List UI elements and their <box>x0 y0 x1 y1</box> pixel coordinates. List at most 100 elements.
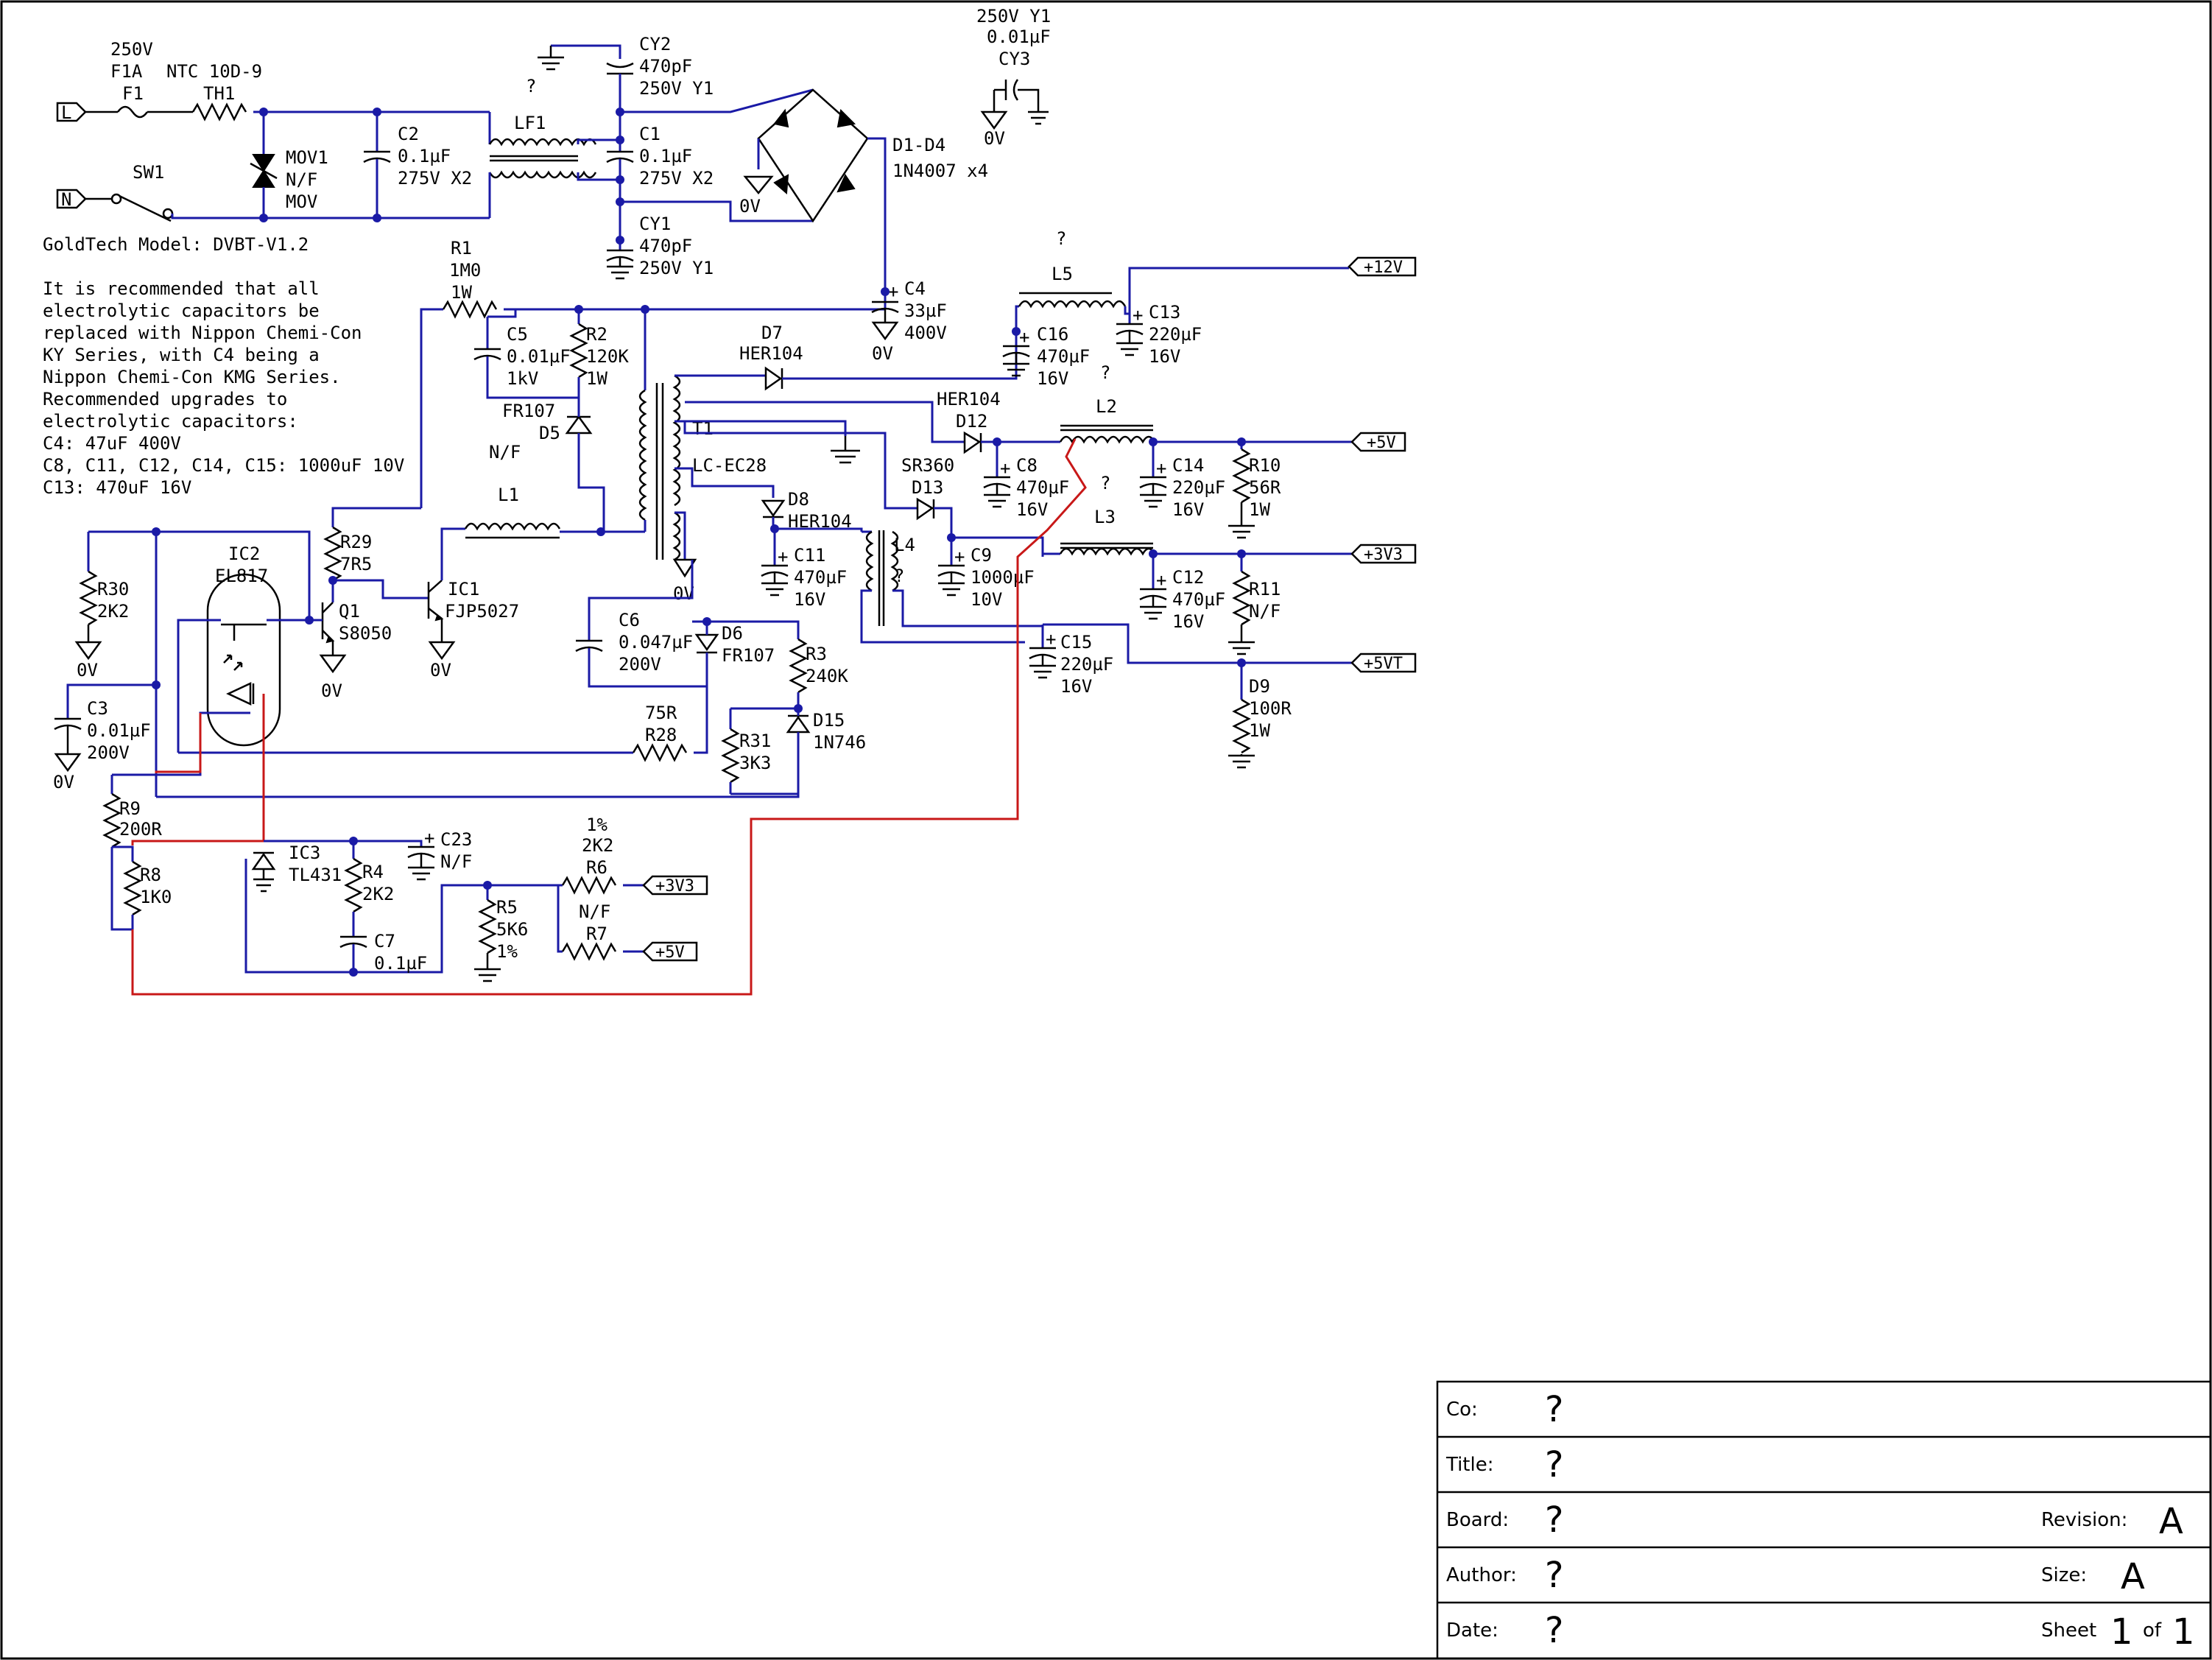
svg-text:F1A: F1A <box>110 61 143 82</box>
svg-text:D1-D4: D1-D4 <box>892 135 945 155</box>
svg-text:1%: 1% <box>586 815 607 835</box>
svg-text:F1: F1 <box>122 83 144 104</box>
svg-text:N/F: N/F <box>489 442 521 463</box>
cap-c9: + C9 1000µF 10V <box>937 538 1035 610</box>
svg-text:16V: 16V <box>1172 611 1204 632</box>
svg-text:200V: 200V <box>619 654 661 675</box>
svg-text:0.1µF: 0.1µF <box>374 953 427 974</box>
svg-text:LF1: LF1 <box>514 113 546 133</box>
svg-text:R2: R2 <box>586 324 607 345</box>
svg-text:R3: R3 <box>806 644 827 664</box>
sheet-label: Sheet <box>2041 1619 2096 1642</box>
feedback-port-5v: +5V <box>642 941 698 962</box>
svg-text:IC2: IC2 <box>228 544 260 564</box>
svg-text:C15: C15 <box>1060 632 1092 653</box>
svg-text:16V: 16V <box>1016 499 1048 520</box>
svg-text:L: L <box>61 102 71 123</box>
svg-text:C13: 470uF 16V: C13: 470uF 16V <box>43 477 191 498</box>
svg-text:+5V: +5V <box>1367 434 1396 452</box>
rail-port-3v3: +3V3 <box>1350 544 1417 564</box>
author-label: Author: <box>1446 1564 1517 1586</box>
feedback-wire-a <box>155 713 202 773</box>
feedback-wire-c <box>131 438 1087 996</box>
diode-d15: D15 1N746 <box>730 707 866 795</box>
cap-c3: C3 0.01µF 200V 0V <box>53 683 156 792</box>
date-label: Date: <box>1446 1619 1498 1642</box>
svg-text:+: + <box>424 828 434 848</box>
co-label: Co: <box>1446 1399 1478 1421</box>
cap-c16: + C16 470µF 16V <box>1002 324 1090 389</box>
svg-text:N/F: N/F <box>1249 601 1281 622</box>
cap-cy2: ? CY2 470pF 250V Y1 <box>526 34 714 112</box>
svg-text:D6: D6 <box>722 623 743 644</box>
svg-text:470pF: 470pF <box>639 236 692 256</box>
svg-text:16V: 16V <box>1149 346 1180 367</box>
svg-text:C2: C2 <box>398 124 419 144</box>
svg-text:IC3: IC3 <box>289 843 320 863</box>
cap-c23: + C23 N/F <box>407 828 472 881</box>
date-value: ? <box>1545 1610 1563 1651</box>
author-value: ? <box>1545 1555 1563 1596</box>
svg-text:D8: D8 <box>788 489 809 510</box>
svg-text:IC1: IC1 <box>448 579 479 599</box>
svg-text:1N4007 x4: 1N4007 x4 <box>892 161 988 181</box>
svg-text:R28: R28 <box>645 725 677 745</box>
svg-text:0.1µF: 0.1µF <box>398 146 451 166</box>
svg-text:33µF: 33µF <box>904 300 947 321</box>
co-value: ? <box>1545 1389 1563 1430</box>
resistor-r7: N/F R7 <box>557 885 644 961</box>
svg-text:16V: 16V <box>1060 676 1092 697</box>
size-value: A <box>2121 1556 2145 1597</box>
transformer-t1: 0V T1 LC-EC28 <box>638 309 860 604</box>
svg-text:0V: 0V <box>321 680 342 701</box>
rail-port-5v: +5V <box>1350 432 1406 452</box>
svg-text:1N746: 1N746 <box>813 732 866 753</box>
svg-text:D12: D12 <box>956 411 987 432</box>
svg-text:C12: C12 <box>1172 567 1204 588</box>
svg-text:1000µF: 1000µF <box>971 567 1035 588</box>
diode-d6: D6 FR107 <box>692 620 800 669</box>
svg-text:C8, C11, C12, C14, C15: 1000uF: C8, C11, C12, C14, C15: 1000uF 10V <box>43 455 404 476</box>
svg-text:FJP5027: FJP5027 <box>445 601 519 622</box>
svg-text:replaced with Nippon Chemi-Con: replaced with Nippon Chemi-Con <box>43 323 362 343</box>
resistor-r11: R11 N/F <box>1228 554 1281 655</box>
svg-text:N: N <box>61 189 71 210</box>
ntc-th1: NTC 10D-9 TH1 <box>166 61 262 122</box>
svg-text:?: ? <box>526 76 536 96</box>
svg-text:C13: C13 <box>1149 302 1180 323</box>
svg-text:C1: C1 <box>639 124 661 144</box>
inductor-l2: L2 ? <box>1059 396 1352 493</box>
svg-text:R30: R30 <box>97 579 129 599</box>
board-label: Board: <box>1446 1509 1509 1531</box>
title-block: Co: ? Title: ? Board: ? Revision: A Auth… <box>1436 1380 2212 1660</box>
svg-text:R10: R10 <box>1249 455 1281 476</box>
svg-text:HER104: HER104 <box>937 389 1001 409</box>
svg-text:electrolytic capacitors:: electrolytic capacitors: <box>43 411 298 432</box>
svg-text:+: + <box>778 546 788 567</box>
cap-c5: C5 0.01µF 1kV <box>473 309 579 399</box>
svg-text:R7: R7 <box>586 924 607 944</box>
svg-text:TH1: TH1 <box>203 83 235 104</box>
feedback-wire-b <box>131 694 265 845</box>
svg-text:R6: R6 <box>586 857 607 878</box>
resistor-r3: R3 240K <box>789 638 848 708</box>
svg-text:C9: C9 <box>971 545 992 566</box>
svg-text:+: + <box>954 546 965 567</box>
svg-text:L2: L2 <box>1096 396 1117 417</box>
svg-text:0.01µF: 0.01µF <box>987 27 1051 47</box>
svg-text:+: + <box>1046 629 1056 650</box>
notes-block: GoldTech Model: DVBT-V1.2 It is recommen… <box>43 234 404 498</box>
svg-text:R11: R11 <box>1249 579 1281 599</box>
switch-sw1: SW1 <box>85 162 174 222</box>
transistor-q1: Q1 S8050 0V <box>309 601 392 701</box>
svg-text:1kV: 1kV <box>507 368 538 389</box>
cap-c2: C2 0.1µF 275V X2 <box>363 112 472 218</box>
svg-text:D9: D9 <box>1249 676 1270 697</box>
svg-text:0.1µF: 0.1µF <box>639 146 692 166</box>
svg-text:1W: 1W <box>586 368 607 389</box>
svg-text:S8050: S8050 <box>339 623 392 644</box>
svg-text:TL431: TL431 <box>289 865 342 885</box>
sheet-number: 1 <box>2110 1611 2133 1653</box>
svg-text:R1: R1 <box>451 238 472 259</box>
diode-d13: SR360 D13 <box>683 421 954 538</box>
